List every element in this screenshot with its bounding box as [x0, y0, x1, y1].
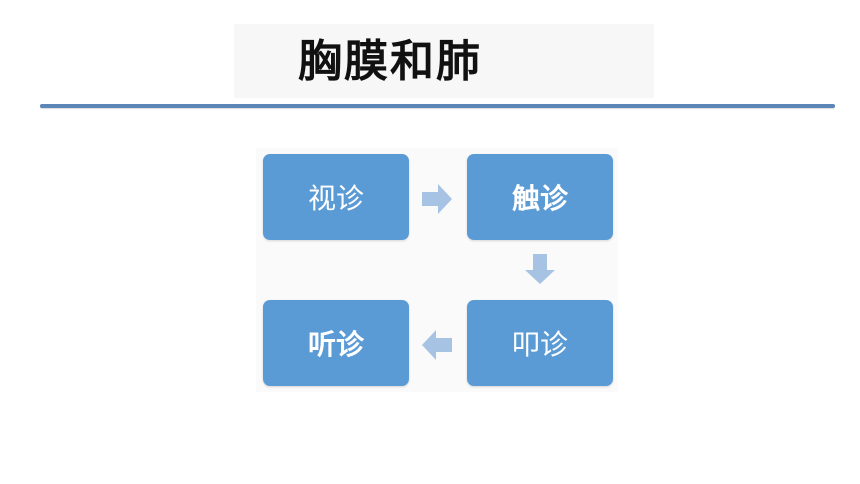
exam-cycle-diagram: 视诊 触诊 叩诊 听诊 [256, 148, 618, 392]
step-auscultation: 听诊 [263, 300, 409, 386]
title-background [234, 24, 654, 98]
title-divider [40, 104, 835, 108]
arrow-left-icon [422, 330, 452, 360]
step-inspection: 视诊 [263, 154, 409, 240]
step-percussion: 叩诊 [467, 300, 613, 386]
arrow-right-icon [422, 184, 452, 214]
step-palpation: 触诊 [467, 154, 613, 240]
arrow-down-icon [525, 254, 555, 284]
page-title: 胸膜和肺 [298, 36, 482, 87]
